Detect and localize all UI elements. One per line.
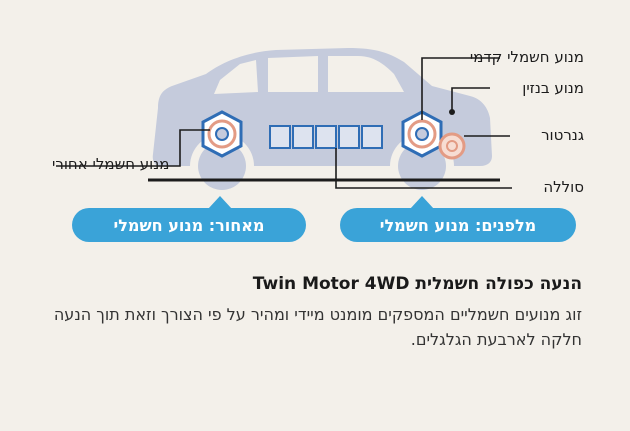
- heading-hebrew: הנעה כפולה חשמלית: [415, 274, 582, 294]
- rear-motor-icon: [201, 110, 243, 158]
- battery-pack: [269, 125, 383, 149]
- label-generator: גנרטור: [541, 126, 584, 144]
- badge-front-text: מלפנים: מנוע חשמלי: [379, 215, 537, 235]
- description-text: זוג מנועים חשמליים המספקים מומנט מיידי ו…: [53, 305, 582, 349]
- label-rear-electric-motor: מנוע חשמלי אחורי: [52, 155, 170, 173]
- leader-lines: [56, 57, 512, 189]
- badge-rear-text: מאחור: מנוע חשמלי: [113, 215, 265, 235]
- label-front-electric-motor: מנוע חשמלי קדמי: [469, 48, 584, 66]
- section-heading: הנעה כפולה חשמלית Twin Motor 4WD: [253, 274, 582, 294]
- label-gasoline-engine: מנוע בנזין: [522, 79, 584, 97]
- generator-icon: [438, 132, 466, 160]
- heading-english: Twin Motor 4WD: [252, 274, 410, 294]
- front-motor-icon: [401, 110, 443, 158]
- badge-rear-pointer: [208, 196, 232, 209]
- drivetrain-diagram: [56, 48, 512, 190]
- badge-front-electric-motor: מלפנים: מנוע חשמלי: [340, 196, 576, 242]
- badge-front-pointer: [410, 196, 434, 209]
- badge-rear-electric-motor: מאחור: מנוע חשמלי: [72, 196, 306, 242]
- label-battery: סוללה: [543, 178, 584, 196]
